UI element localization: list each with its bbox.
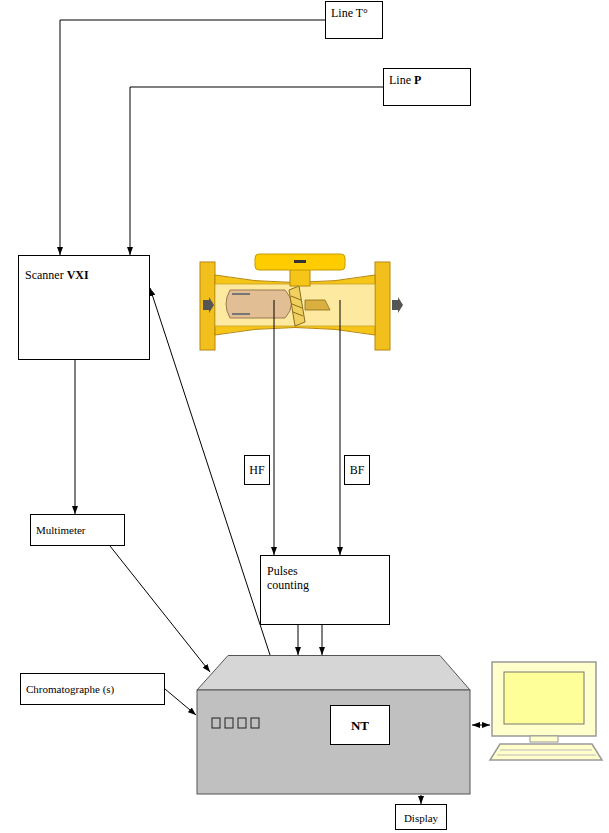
computer-icon (530, 736, 558, 742)
computer-link (472, 725, 490, 726)
sensor-box: Line P (383, 68, 471, 106)
signal-wire (340, 300, 341, 555)
housing-top (197, 656, 470, 691)
flowmeter-illustration (291, 296, 303, 316)
arrow-connector (130, 87, 383, 255)
node-label: Line P (389, 73, 421, 87)
signal-wire (274, 300, 340, 555)
node-label: Pulses counting (267, 564, 329, 593)
computer-link (472, 725, 490, 726)
node-label: Multimeter (36, 524, 86, 537)
node-label: Display (404, 812, 438, 825)
node-label: Scanner VXI (25, 268, 89, 282)
node-label: BF (350, 463, 365, 477)
arrow-connector (60, 20, 325, 255)
flowmeter-illustration (215, 284, 375, 326)
flowmeter-illustration (305, 300, 330, 310)
signal-box: BF (344, 455, 370, 485)
output-box: Display (395, 804, 447, 830)
computer-icon (497, 750, 596, 755)
instrument-box: Chromatographe (s) (20, 673, 165, 705)
node-label: NT (351, 718, 369, 734)
flowmeter-illustration (200, 262, 215, 350)
flowmeter-illustration (392, 297, 403, 313)
arrow-connector (165, 689, 196, 715)
arrow-connector (298, 625, 299, 655)
sensor-box: Line T° (325, 1, 383, 39)
indicator-square (212, 718, 220, 728)
flowmeter-illustration (290, 268, 310, 286)
flowmeter-illustration (289, 286, 305, 326)
indicator-square (225, 718, 233, 728)
computer-icon (504, 672, 584, 724)
arrow-connector (75, 360, 76, 514)
flowmeter-illustration (255, 254, 345, 270)
flowmeter-illustration (232, 294, 250, 314)
flowmeter-illustration (375, 262, 390, 350)
computer-icon (490, 744, 602, 760)
node-label: HF (249, 463, 264, 477)
counter-box: Pulses counting (260, 555, 390, 625)
computer-icon (492, 662, 596, 736)
node-label: Line T° (331, 6, 368, 20)
scanner-box: Scanner VXI (18, 255, 150, 360)
computer-unit: NT (195, 655, 471, 795)
node-label: Chromatographe (s) (26, 683, 114, 696)
arrow-connector (110, 546, 210, 672)
flowmeter-illustration (203, 297, 214, 313)
flowmeter-illustration (226, 290, 292, 318)
arrow-connector (150, 288, 270, 655)
signal-box: HF (244, 455, 270, 485)
flowmeter-illustration (294, 260, 306, 263)
housing-front (197, 690, 470, 794)
instrument-box: Multimeter (30, 514, 125, 546)
arrow-connector (322, 625, 323, 655)
unit-panel: NT (330, 705, 390, 745)
flowmeter-illustration (200, 254, 403, 350)
indicator-square (251, 718, 259, 728)
signal-wire (274, 300, 275, 555)
computer-icon (490, 662, 602, 760)
indicator-square (238, 718, 246, 728)
arrow-connector (421, 795, 422, 804)
